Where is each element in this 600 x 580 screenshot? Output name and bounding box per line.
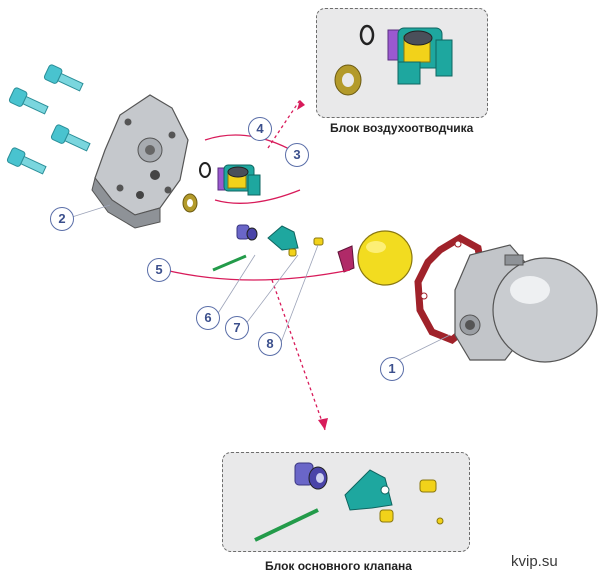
leader-to-bottom-inset bbox=[271, 279, 326, 431]
cover-plate bbox=[91, 94, 189, 229]
main-valve-parts bbox=[212, 224, 324, 272]
callout-6: 6 bbox=[196, 306, 220, 330]
inset-top-title: Блок воздухоотводчика bbox=[330, 121, 474, 135]
bolt-group bbox=[6, 64, 91, 175]
callout-3: 3 bbox=[285, 143, 309, 167]
callout-7: 7 bbox=[225, 316, 249, 340]
inset-bottom-title: Блок основного клапана bbox=[265, 559, 412, 573]
watermark: kvip.su bbox=[511, 553, 558, 570]
leader-to-top-inset bbox=[267, 99, 301, 149]
bottom-inset-parts bbox=[254, 462, 444, 542]
air-vent-block bbox=[217, 164, 261, 196]
callout-4: 4 bbox=[248, 117, 272, 141]
top-inset-parts bbox=[334, 24, 453, 96]
callout-2: 2 bbox=[50, 207, 74, 231]
o-ring bbox=[199, 162, 211, 178]
callout-1: 1 bbox=[380, 357, 404, 381]
float-ball bbox=[337, 230, 413, 286]
trap-body bbox=[454, 244, 598, 363]
callout-8: 8 bbox=[258, 332, 282, 356]
callout-5: 5 bbox=[147, 258, 171, 282]
